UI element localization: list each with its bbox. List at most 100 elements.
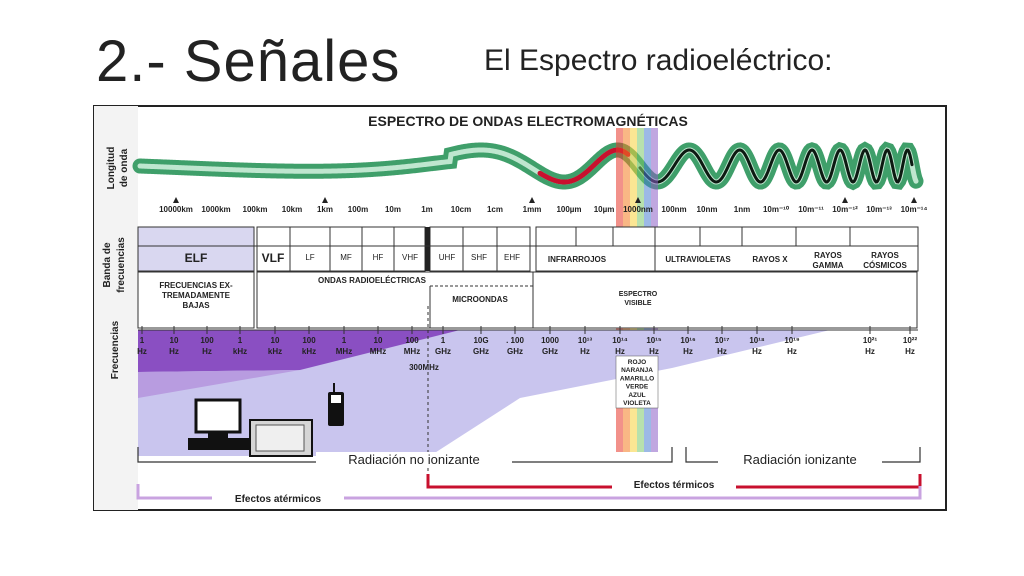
wavelength-tick-label: 10cm [451, 205, 471, 214]
computer-icon [188, 398, 250, 450]
freq-tick-unit: Hz [649, 347, 659, 356]
group-desc-box [256, 271, 918, 329]
band-label: RAYOS X [752, 255, 788, 264]
freq-tick-value: 10²² [903, 336, 918, 345]
freq-tick-unit: Hz [202, 347, 212, 356]
freq-tick-unit: Hz [752, 347, 762, 356]
wavelength-marker [911, 197, 917, 203]
band-label: VHF [402, 253, 418, 262]
visible-color-name: VERDE [626, 384, 649, 391]
band-label-part: CÓSMICOS [863, 261, 907, 270]
freq-tick-value: 100 [200, 336, 214, 345]
athermal-label: Efectos atérmicos [235, 494, 322, 505]
freq-tick-value: 10G [473, 336, 488, 345]
wavelength-tick-label: 1cm [487, 205, 503, 214]
athermal-bracket [136, 484, 922, 500]
band-row [137, 226, 919, 272]
visible-color-name: VIOLETA [623, 400, 651, 407]
elf-desc-2: TREMADAMENTE [162, 291, 231, 300]
freq-tick-unit: Hz [905, 347, 915, 356]
band-label-part: GAMMA [812, 261, 843, 270]
thermal-label: Efectos térmicos [634, 480, 715, 491]
elf-box [137, 226, 255, 272]
freq-tick-value: 1 [441, 336, 446, 345]
wavelength-tick-label: 10m⁻¹¹ [798, 205, 824, 214]
wavelength-marker [322, 197, 328, 203]
row-label-freq: Frecuencias [110, 320, 121, 379]
freq-tick-value: 10¹⁶ [680, 336, 696, 345]
freq-tick-value: 1 [140, 336, 145, 345]
freq-tick-unit: MHz [336, 347, 352, 356]
freq-tick-value: 10 [170, 336, 179, 345]
radio-band-box [256, 226, 426, 272]
tv-icon [249, 419, 313, 457]
freq-tick-value: 100 [302, 336, 316, 345]
ionizing-label: Radiación ionizante [743, 452, 856, 467]
freq-tick-value: 1 [342, 336, 347, 345]
wavelength-tick-label: 1mm [523, 205, 542, 214]
freq-tick-unit: GHz [435, 347, 451, 356]
radio-group-label: ONDAS RADIOELÉCTRICAS [318, 276, 427, 285]
wave-dark-core [638, 148, 914, 184]
visible-color-name: ROJO [628, 359, 646, 366]
freq-tick-unit: Hz [865, 347, 875, 356]
wavelength-marker [635, 197, 641, 203]
micro-group-label: MICROONDAS [452, 295, 508, 304]
mobile-phone-icon [328, 383, 344, 426]
wavelength-tick-label: 10nm [697, 205, 718, 214]
freq-tick-value: 10¹⁵ [646, 336, 662, 345]
radio-fan-lower [138, 370, 300, 398]
thermal-bg [612, 477, 736, 491]
band-label: EHF [504, 253, 520, 262]
freq-tick-value: 10 [271, 336, 280, 345]
group-row: FRECUENCIAS EX- TREMADAMENTE BAJAS ONDAS… [137, 271, 918, 329]
visible-color-name: AMARILLO [620, 375, 654, 382]
band-label: ELF [185, 251, 208, 265]
colors-box [615, 355, 659, 409]
wavelength-tick-label: 10m⁻¹⁰ [763, 205, 790, 214]
freq-tick-value: 10²¹ [863, 336, 878, 345]
elf-desc-1: FRECUENCIAS EX- [159, 281, 233, 290]
wavelength-tick-label: 10m⁻¹³ [866, 205, 892, 214]
wavelength-marker [529, 197, 535, 203]
row-label-band-1: Banda de [102, 242, 113, 287]
wavelength-tick-label: 1km [317, 205, 333, 214]
visible-color-name: AZUL [628, 392, 645, 399]
band-label-part: RAYOS [871, 251, 899, 260]
slide-title: 2.- Señales [96, 29, 401, 94]
freq-tick-unit: Hz [169, 347, 179, 356]
row-label-wavelength-2: de onda [119, 148, 130, 187]
freq-tick-value: . 100 [506, 336, 524, 345]
non-ionizing-label: Radiación no ionizante [348, 452, 480, 467]
freq-tick-value: 10¹⁷ [715, 336, 730, 345]
radio-fan [138, 330, 460, 372]
freq-tick-unit: kHz [233, 347, 247, 356]
wavelength-tick-label: 1000nm [623, 205, 653, 214]
band-label: INFRARROJOS [548, 255, 607, 264]
wavelength-tick-label: 1m [421, 205, 433, 214]
freq-tick-unit: Hz [717, 347, 727, 356]
wavelength-tick-label: 10000km [159, 205, 193, 214]
freq-tick-value: 10¹³ [578, 336, 593, 345]
freq-tick-unit: MHz [370, 347, 386, 356]
row-label-wavelength-1: Longitud [106, 147, 117, 190]
band-label: HF [373, 253, 384, 262]
wavelength-tick-label: 10m [385, 205, 401, 214]
band-label: UHF [439, 253, 456, 262]
wavelength-tick-label: 100km [243, 205, 268, 214]
wavelength-tick-label: 1nm [734, 205, 750, 214]
elf-desc-box [137, 271, 255, 329]
band-label: ULTRAVIOLETAS [665, 255, 731, 264]
band-label: MF [340, 253, 352, 262]
visible-color-name: NARANJA [621, 367, 653, 374]
micro-band-box [429, 226, 531, 272]
freq-tick-unit: Hz [137, 347, 147, 356]
wavelength-tick-label: 1000km [201, 205, 230, 214]
band-label: LF [305, 253, 314, 262]
wavelength-tick-label: 10m⁻¹² [832, 205, 858, 214]
freq-tick-unit: Hz [787, 347, 797, 356]
wavelength-tick-label: 100µm [556, 205, 581, 214]
